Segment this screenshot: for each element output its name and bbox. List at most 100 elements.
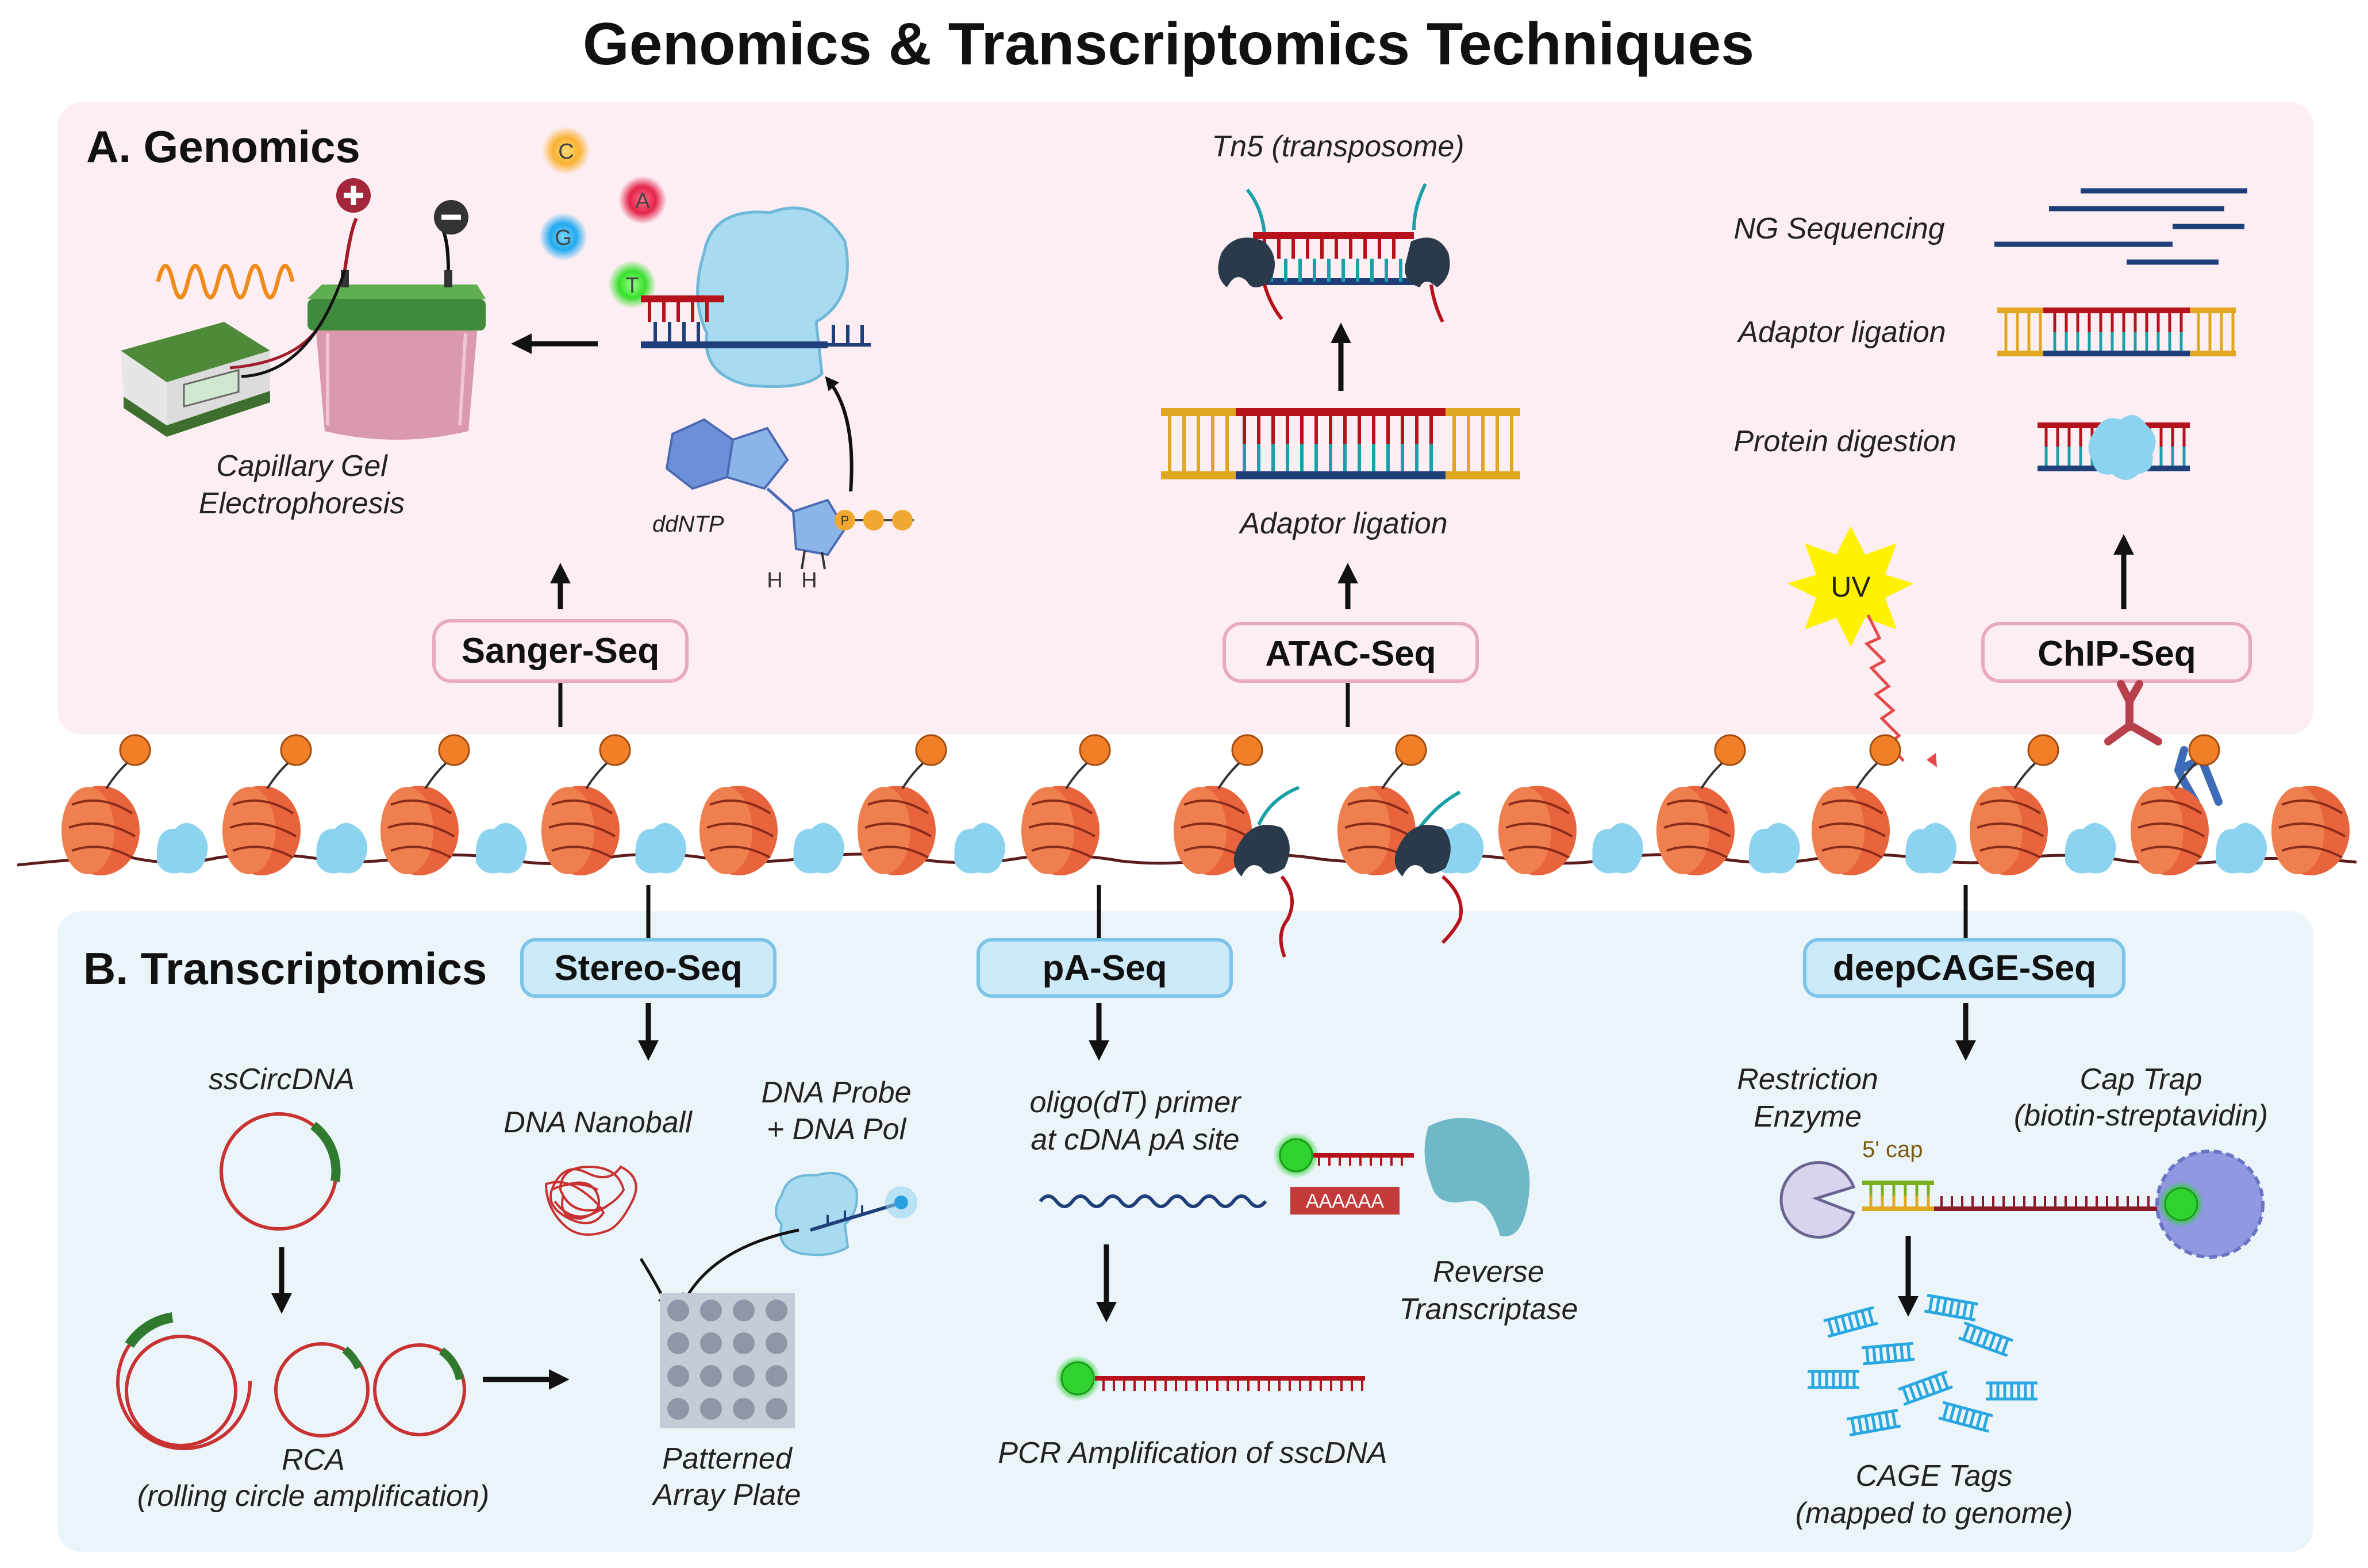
protein-blob-icon [954, 823, 1005, 874]
nucleosome-icon [2271, 786, 2350, 875]
ddntp-h-left: H [767, 568, 782, 593]
protein-blob-icon [2065, 823, 2116, 874]
dna-nanoball-icon [544, 1165, 637, 1236]
tn5-transposome-icon [1218, 183, 1450, 323]
transcriptomics-section-label: B. Transcriptomics [83, 943, 487, 994]
deepcage-seq-pill: deepCAGE-Seq [1803, 938, 2125, 998]
svg-text:ATAC-Seq: ATAC-Seq [1265, 634, 1436, 674]
dna-probe-polymerase-icon [775, 1171, 917, 1256]
nucleosome-icon [1812, 734, 1901, 875]
ddntp-label: ddNTP [652, 512, 724, 537]
ng-sequencing-label: NG Sequencing [1733, 212, 1944, 245]
nucleosome-row [61, 734, 2350, 875]
svg-text:C: C [558, 140, 574, 164]
captrap-label-line1: Cap Trap [2080, 1063, 2202, 1096]
svg-text:A: A [635, 189, 650, 213]
negative-electrode-icon [434, 200, 468, 235]
nucleosome-icon [1970, 734, 2059, 875]
gel-box-icon [229, 217, 486, 440]
restriction-label-line2: Enzyme [1754, 1100, 1862, 1133]
capillary-label-line1: Capillary Gel [216, 449, 388, 483]
stereo-seq-pill: Stereo-Seq [520, 938, 776, 998]
nucleosome-icon [380, 734, 470, 875]
ng-sequencing-reads-icon [1994, 188, 2247, 265]
protein-blob-icon [476, 823, 527, 874]
sscdna-product-icon [1055, 1355, 1365, 1401]
signal-wave-icon [156, 264, 295, 299]
captrap-label-line2: (biotin-streptavidin) [2014, 1099, 2268, 1132]
dna-probe-label-line1: DNA Probe [761, 1076, 911, 1109]
protein-blob-icon [2216, 823, 2267, 874]
svg-text:T: T [625, 274, 639, 298]
rca-label-line2: (rolling circle amplification) [137, 1479, 490, 1513]
uv-burst-icon: UV [1787, 526, 1914, 647]
patterned-array-plate-icon [660, 1293, 795, 1428]
rca-product-icon [116, 1312, 466, 1450]
positive-electrode-icon [336, 178, 371, 213]
mrna-strand-icon [1039, 1194, 1267, 1208]
uv-ray-icon [1864, 614, 1905, 762]
pcr-label: PCR Amplification of sscDNA [998, 1436, 1387, 1470]
protein-blob-icon [1749, 823, 1800, 874]
restriction-enzyme-icon [1779, 1161, 1856, 1239]
oligo-dt-primer-icon [1273, 1132, 1414, 1178]
svg-text:ChIP-Seq: ChIP-Seq [2038, 634, 2196, 674]
protein-blob-icon [793, 823, 844, 874]
tn5-chromatin-right-icon [1394, 790, 1463, 944]
cage-tags-label-line2: (mapped to genome) [1796, 1497, 2073, 1530]
transcriptomics-panel [57, 911, 2313, 1552]
chip-adaptor-dna-icon [1997, 308, 2236, 356]
nucleosome-icon [2131, 734, 2220, 875]
chip-seq-pill: ChIP-Seq [1981, 622, 2252, 683]
protein-blob-icon [1905, 823, 1956, 874]
nucleosome-icon [222, 734, 312, 875]
antibody-blue-icon [2174, 746, 2223, 806]
nucleotide-g-icon: G [539, 213, 587, 261]
chip-adaptor-label: Adaptor ligation [1736, 316, 1946, 349]
capillary-label-line2: Electrophoresis [199, 487, 405, 520]
protein-blob-icon [316, 823, 367, 874]
atac-adaptor-dna-icon [1161, 408, 1520, 479]
uv-label: UV [1831, 571, 1871, 603]
antibody-red-icon [2104, 680, 2162, 745]
cage-tags-label-line1: CAGE Tags [1856, 1459, 2013, 1493]
nucleosome-icon [541, 734, 631, 875]
atac-seq-pill: ATAC-Seq [1223, 622, 1479, 683]
svg-text:G: G [555, 226, 572, 250]
electrophoresis-device-icon [121, 322, 270, 437]
sscircdna-icon [220, 1112, 341, 1231]
ddntp-phosphate-label: P [841, 513, 849, 528]
cage-tags-icon [1808, 1293, 2038, 1437]
oligo-label-line2: at cDNA pA site [1031, 1123, 1239, 1156]
diagram-title: Genomics & Transcriptomics Techniques [583, 11, 1754, 78]
nucleotide-a-icon: A [618, 176, 667, 224]
tn5-label: Tn5 (transposome) [1212, 130, 1464, 163]
atac-adaptor-label: Adaptor ligation [1238, 507, 1447, 540]
cap-trap-streptavidin-icon [2155, 1150, 2265, 1259]
patterned-label-line2: Array Plate [651, 1478, 801, 1512]
tn5-chromatin-left-icon [1233, 786, 1300, 958]
rca-label-line1: RCA [282, 1443, 345, 1477]
sscircdna-label: ssCircDNA [209, 1063, 355, 1096]
nucleosome-icon [1021, 734, 1111, 875]
nucleotide-c-icon: C [542, 126, 590, 175]
five-cap-label: 5' cap [1862, 1137, 1923, 1162]
sanger-seq-pill: Sanger-Seq [432, 619, 689, 683]
svg-text:AAAAAA: AAAAAA [1306, 1190, 1384, 1212]
oligo-label-line1: oligo(dT) primer [1030, 1086, 1243, 1119]
protein-blob-icon [1592, 823, 1643, 874]
ddntp-to-polymerase-arrow [825, 376, 854, 492]
svg-text:deepCAGE-Seq: deepCAGE-Seq [1833, 948, 2096, 988]
nucleosome-icon [699, 786, 778, 875]
ddntp-molecule-icon [665, 418, 914, 570]
cage-capped-strand-icon [1862, 1181, 2164, 1211]
dna-nanoball-label: DNA Nanoball [503, 1106, 693, 1139]
protein-blob-icon [635, 823, 686, 874]
nucleosome-icon [1174, 734, 1263, 875]
probe-to-plate-arrow [682, 1228, 799, 1305]
reverse-transcriptase-icon [1424, 1118, 1530, 1237]
rt-label-line2: Transcriptase [1399, 1293, 1578, 1326]
patterned-label-line1: Patterned [662, 1442, 793, 1475]
